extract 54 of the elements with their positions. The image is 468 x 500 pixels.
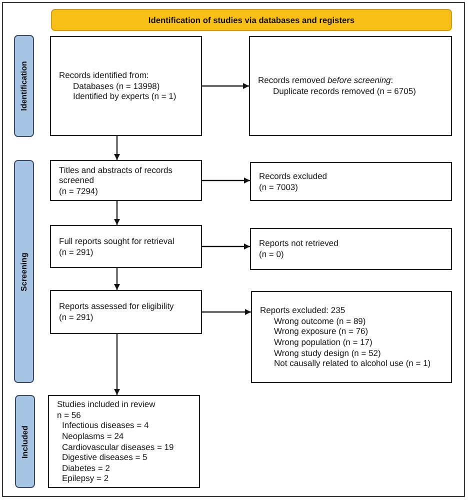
box-text: Full reports sought for retrieval xyxy=(59,236,174,246)
phase-label: Screening xyxy=(20,252,28,291)
phase-label: Included xyxy=(20,425,30,458)
box-text: Wrong outcome (n = 89) xyxy=(274,316,366,326)
arrow xyxy=(202,309,251,315)
box-text: Reports not retrieved xyxy=(259,238,338,249)
box-text: Wrong population (n = 17) xyxy=(274,337,372,348)
box-text: Records removed before screening: xyxy=(258,75,394,86)
phase-label: Identification xyxy=(20,61,28,111)
arrow xyxy=(202,178,250,184)
process-box xyxy=(50,160,202,201)
box-text: Wrong study design (n = 52) xyxy=(274,348,381,358)
phase-band xyxy=(15,395,35,488)
phase-band xyxy=(14,35,34,137)
box-text: Reports assessed for eligibility xyxy=(59,301,174,312)
box-text: Epilepsy = 2 xyxy=(62,473,109,484)
box-text: Not causally related to alcohol use (n = 1) xyxy=(274,358,431,369)
box-text: (n = 291) xyxy=(59,246,94,258)
box-text: Infectious diseases = 4 xyxy=(62,420,149,431)
box-text: Identified by experts (n = 1) xyxy=(73,91,176,102)
box-text: Records excluded xyxy=(259,170,328,182)
box-text: Digestive diseases = 5 xyxy=(62,452,148,463)
process-box xyxy=(250,228,452,270)
box-text: Databases (n = 13998) xyxy=(73,80,160,92)
arrow xyxy=(114,268,120,290)
phase-band xyxy=(14,160,34,383)
process-box xyxy=(50,290,202,334)
box-text: Titles and abstracts of records screened xyxy=(59,164,174,186)
box-text: (n = 7294) xyxy=(59,186,98,196)
box-text: Cardiovascular diseases = 19 xyxy=(62,442,174,452)
process-box xyxy=(50,225,202,268)
box-text: Reports excluded: 235 xyxy=(260,305,346,316)
arrow xyxy=(202,244,250,250)
arrow xyxy=(202,83,249,89)
arrow xyxy=(114,201,120,225)
process-box xyxy=(249,36,452,136)
box-text: (n = 0) xyxy=(259,249,284,260)
process-box xyxy=(250,162,452,201)
process-box xyxy=(48,395,200,488)
box-text: Neoplasms = 24 xyxy=(62,430,124,442)
box-text: Records identified from: xyxy=(59,70,149,81)
header-text: Identification of studies via databases and registers xyxy=(148,15,355,25)
arrow xyxy=(114,334,120,395)
process-box xyxy=(50,36,202,136)
box-text: Wrong exposure (n = 76) xyxy=(274,326,368,337)
arrow xyxy=(114,136,120,160)
box-text: Duplicate records removed (n = 6705) xyxy=(273,86,416,97)
process-box xyxy=(251,291,452,383)
box-text: n = 56 xyxy=(57,410,81,420)
box-text: Studies included in review xyxy=(57,399,156,410)
box-text: (n = 7003) xyxy=(259,182,298,192)
box-text: Diabetes = 2 xyxy=(62,462,110,474)
box-text: (n = 291) xyxy=(59,312,94,323)
header-band xyxy=(51,9,452,31)
